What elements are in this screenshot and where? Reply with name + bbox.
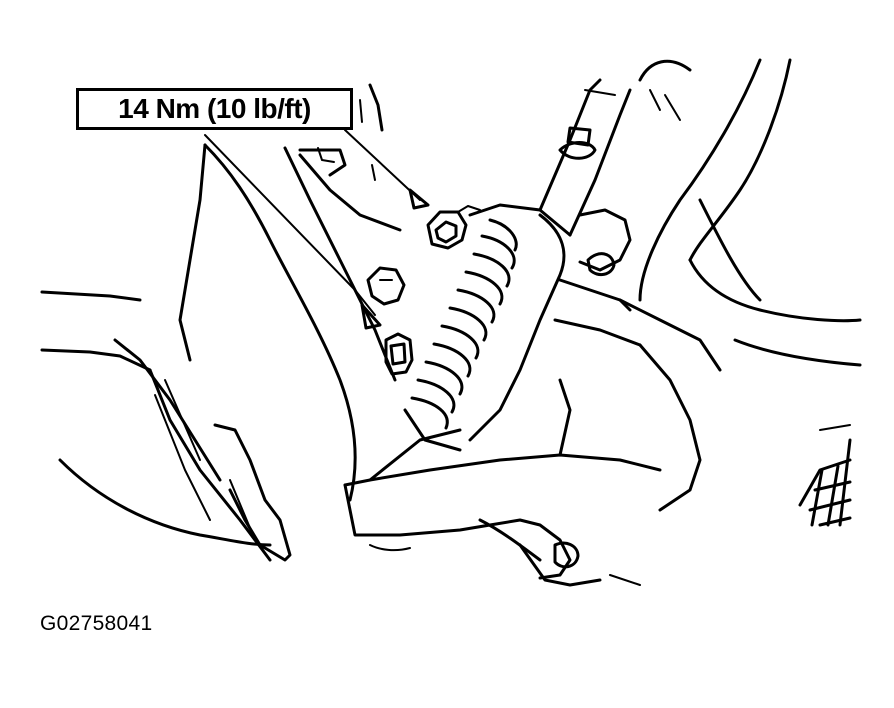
rack-boot [403,203,572,452]
torque-callout-label: 14 Nm (10 lb/ft) [76,88,353,130]
left-body-panel [40,143,357,562]
upper-frame-lines [283,83,402,382]
grille-detail [798,424,852,527]
callout-leaders [204,129,430,330]
right-bracket [553,208,722,512]
bolt-lower [366,266,414,376]
lower-crossmember [343,378,662,587]
figure-id-label: G02758041 [40,612,153,635]
bolt-upper [426,205,481,250]
right-body-panel [638,58,862,367]
tie-rod [538,78,632,237]
